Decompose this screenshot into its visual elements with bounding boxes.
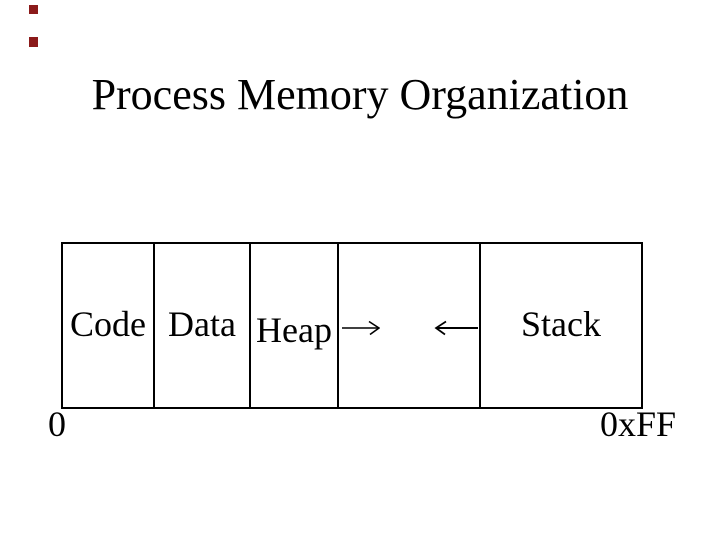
segment-label: Data bbox=[168, 303, 236, 344]
segment-stack: Stack bbox=[481, 244, 641, 407]
memory-layout-diagram: Code Data Heap Stack bbox=[61, 242, 643, 409]
segment-label: Stack bbox=[521, 303, 601, 344]
segment-divider bbox=[479, 244, 481, 407]
capture-artifact-mark bbox=[29, 5, 38, 14]
segment-code: Code bbox=[63, 244, 153, 407]
segment-divider bbox=[249, 244, 251, 407]
end-address-label: 0xFF bbox=[600, 404, 677, 444]
start-address-label: 0 bbox=[48, 404, 66, 444]
segment-label: Heap bbox=[256, 309, 332, 350]
heap-growth-arrow-right-icon bbox=[342, 320, 380, 335]
capture-artifact-mark bbox=[29, 37, 38, 47]
segment-divider bbox=[153, 244, 155, 407]
segment-divider bbox=[337, 244, 339, 407]
segment-heap: Heap bbox=[251, 244, 337, 407]
segment-data: Data bbox=[155, 244, 249, 407]
slide-title: Process Memory Organization bbox=[91, 70, 629, 119]
segment-label: Code bbox=[70, 303, 146, 344]
segment-free-space bbox=[339, 244, 479, 407]
stack-growth-arrow-left-icon bbox=[434, 320, 478, 335]
